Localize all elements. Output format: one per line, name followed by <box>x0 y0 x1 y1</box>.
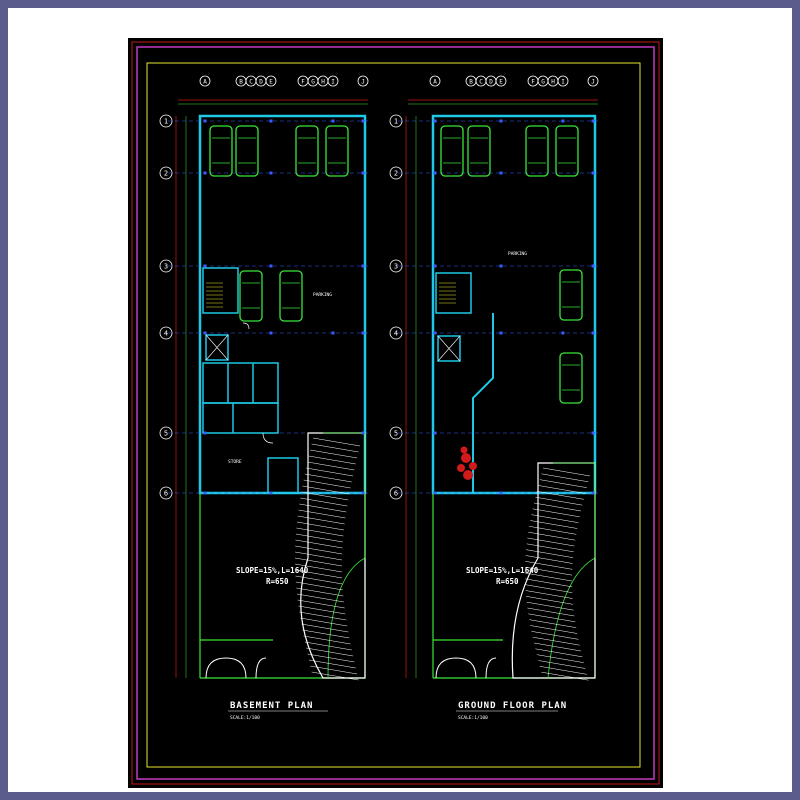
svg-text:A: A <box>203 79 207 86</box>
svg-text:5: 5 <box>164 430 168 438</box>
grid-bubble-a: A <box>429 75 441 87</box>
svg-text:3: 3 <box>394 263 398 271</box>
svg-text:5: 5 <box>394 430 398 438</box>
svg-text:B: B <box>239 79 243 86</box>
plan-scale: SCALE:1/100 <box>458 715 488 721</box>
slope-note: SLOPE=15%,L=1640 <box>236 566 309 575</box>
grid-bubble-e: E <box>495 75 507 87</box>
svg-text:D: D <box>259 79 263 86</box>
svg-text:6: 6 <box>164 490 168 498</box>
grid-bubble-j: J <box>587 75 599 87</box>
grid-bubble-i: I <box>557 75 569 87</box>
svg-text:A: A <box>433 79 437 86</box>
svg-text:J: J <box>591 79 595 86</box>
radius-note: R=650 <box>496 577 519 586</box>
room-label-parking: PARKING <box>313 292 332 298</box>
svg-text:E: E <box>499 79 503 86</box>
room-label-store: STORE <box>228 459 242 465</box>
svg-text:2: 2 <box>164 170 168 178</box>
svg-text:G: G <box>311 79 315 86</box>
svg-text:I: I <box>561 79 565 86</box>
plan-title: BASEMENT PLAN <box>230 701 313 711</box>
slope-note: SLOPE=15%,L=1640 <box>466 566 539 575</box>
grid-bubble-e: E <box>265 75 277 87</box>
svg-text:F: F <box>531 79 535 86</box>
svg-text:1: 1 <box>394 118 398 126</box>
svg-text:4: 4 <box>394 330 398 338</box>
room-label-parking: PARKING <box>508 251 527 257</box>
svg-text:H: H <box>321 79 325 86</box>
grid-bubble-a: A <box>199 75 211 87</box>
svg-text:I: I <box>331 79 335 86</box>
radius-note: R=650 <box>266 577 289 586</box>
svg-text:C: C <box>479 79 483 86</box>
svg-text:H: H <box>551 79 555 86</box>
svg-text:B: B <box>469 79 473 86</box>
svg-text:D: D <box>489 79 493 86</box>
plan-scale: SCALE:1/100 <box>230 715 260 721</box>
svg-text:J: J <box>361 79 365 86</box>
svg-text:G: G <box>541 79 545 86</box>
curved-ramp <box>511 462 596 679</box>
svg-text:E: E <box>269 79 273 86</box>
grid-bubble-i: I <box>327 75 339 87</box>
outer-border-red <box>131 41 660 785</box>
svg-text:6: 6 <box>394 490 398 498</box>
outer-border-magenta <box>136 46 655 780</box>
inner-border-yellow <box>146 62 641 768</box>
svg-text:1: 1 <box>164 118 168 126</box>
plan-title: GROUND FLOOR PLAN <box>458 701 567 711</box>
svg-text:2: 2 <box>394 170 398 178</box>
row-axis-bubbles: 1 2 3 4 5 6 <box>159 114 173 500</box>
svg-text:F: F <box>301 79 305 86</box>
svg-text:3: 3 <box>164 263 168 271</box>
svg-text:C: C <box>249 79 253 86</box>
svg-text:4: 4 <box>164 330 168 338</box>
grid-bubble-j: J <box>357 75 369 87</box>
